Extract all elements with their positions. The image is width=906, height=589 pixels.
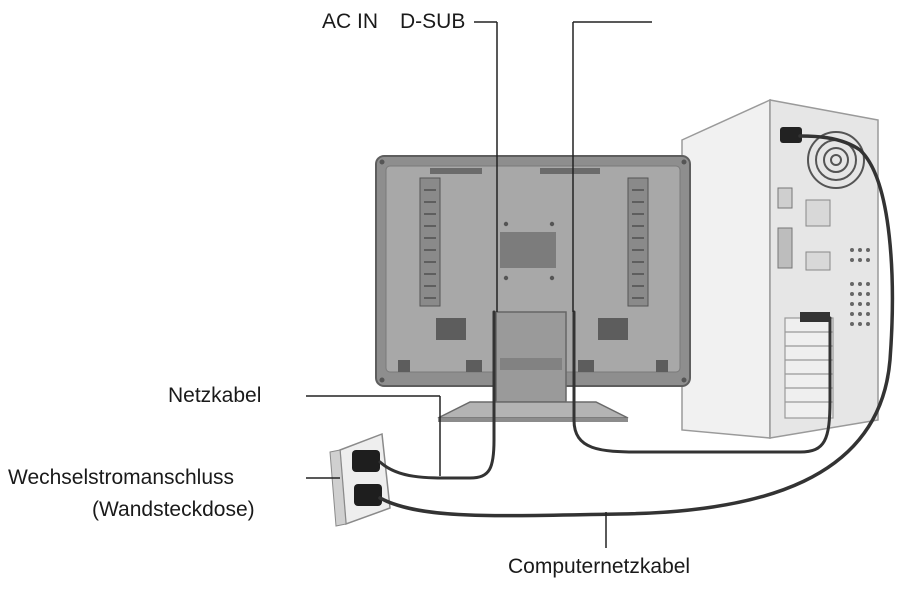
vga-port-icon bbox=[800, 312, 830, 322]
dsub-signal-cable bbox=[572, 310, 832, 454]
monitor-power-cable bbox=[378, 310, 496, 480]
wall-outlet-sublabel: (Wandsteckdose) bbox=[92, 498, 255, 521]
fan-grill-icon bbox=[807, 131, 865, 189]
computer-power-cable-label: Computernetzkabel bbox=[508, 555, 691, 578]
power-cable-label: Netzkabel bbox=[168, 384, 262, 407]
monitor-back bbox=[375, 155, 691, 422]
computer-power-cable bbox=[378, 134, 895, 518]
wall-outlet bbox=[329, 432, 391, 527]
psu-socket-icon bbox=[780, 127, 802, 143]
wall-outlet-label: Wechselstromanschluss bbox=[8, 466, 235, 489]
pc-tower bbox=[681, 98, 879, 439]
d-sub-label: D-SUB bbox=[400, 10, 466, 33]
ac-in-label: AC IN bbox=[322, 10, 379, 33]
plug-icon bbox=[352, 450, 382, 506]
